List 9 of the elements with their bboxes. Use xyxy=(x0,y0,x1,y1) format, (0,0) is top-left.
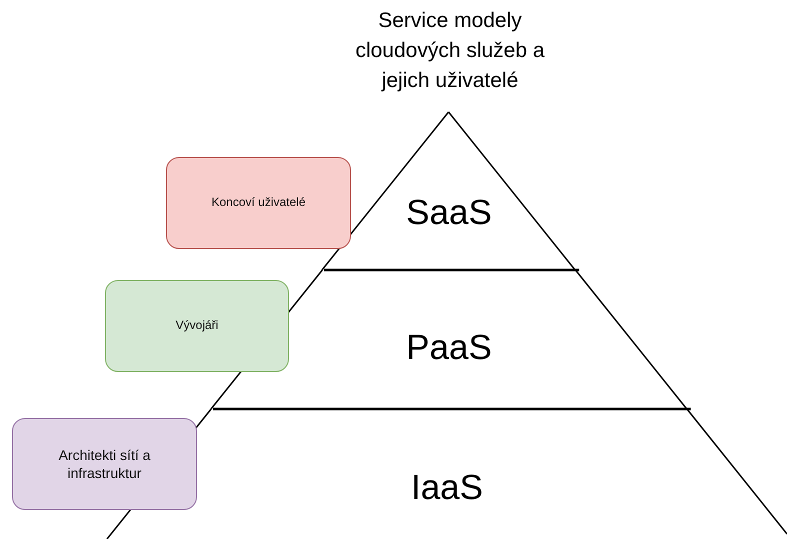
user-group-label: Architekti sítí a infrastruktur xyxy=(58,446,152,482)
user-group-box xyxy=(12,418,197,510)
user-group-label: Vývojáři xyxy=(176,318,218,334)
tier-label: PaaS xyxy=(405,330,493,365)
tier-label: SaaS xyxy=(405,195,493,230)
diagram-title: Service modely cloudových služeb a jejich uživatelé xyxy=(354,8,546,94)
user-group-box xyxy=(105,280,289,372)
user-group-box xyxy=(166,157,351,249)
user-group-label: Koncoví uživatelé xyxy=(211,195,306,211)
